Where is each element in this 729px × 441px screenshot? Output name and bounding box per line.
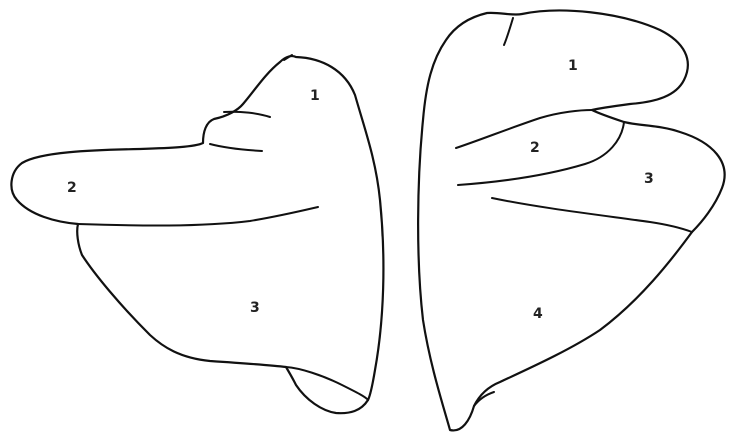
left-lung-fissure-lower — [78, 207, 318, 226]
left-lung-outline — [11, 56, 383, 413]
left-lobe-1-label: 1 — [310, 88, 320, 104]
left-lung-fissure-upper-b — [210, 144, 262, 151]
left-lobe-2-label: 2 — [67, 180, 77, 196]
left-lung: 1 2 3 — [11, 55, 383, 413]
right-lobe-2-label: 2 — [530, 140, 540, 156]
right-lung-fissure-2 — [458, 122, 624, 185]
left-lung-base-bulge — [286, 367, 368, 400]
right-lobe-3-label: 3 — [644, 171, 654, 187]
right-lung-fissure-3 — [492, 198, 692, 232]
right-lung: 1 2 3 4 — [418, 11, 724, 431]
left-lobe-3-label: 3 — [250, 300, 260, 316]
right-lung-fissure-1 — [456, 110, 592, 148]
right-lobe-4-label: 4 — [533, 306, 543, 322]
right-lobe-1-label: 1 — [568, 58, 578, 74]
right-lung-apex-notch — [504, 18, 513, 45]
